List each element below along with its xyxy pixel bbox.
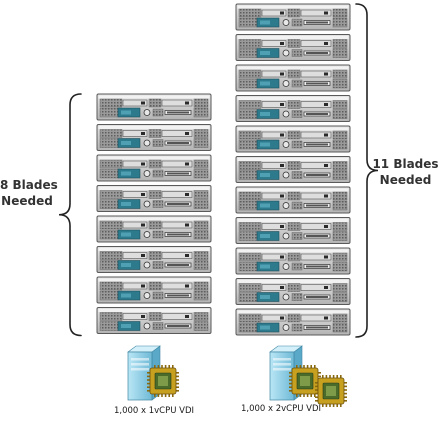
right-blade-server-icon [235,125,351,153]
right-blade-server-icon [235,247,351,275]
left-blade-server-icon [96,307,212,334]
right-blade-server-icon [235,64,351,92]
cpu-chip-icon [289,365,321,397]
left-blade-server-icon [96,185,212,212]
left-blade-server-icon [96,93,212,121]
left-vm-icon-group [127,345,179,401]
right-blade-stack [235,3,351,336]
left-blade-server-icon [96,215,212,243]
left-blade-server-icon [96,276,212,304]
right-brace [355,3,379,338]
left-blade-server-icon [96,154,212,182]
left-vdi-caption: 1,000 x 1vCPU VDI [113,406,195,416]
right-blades-needed-label: 11 Blades Needed [369,156,442,188]
right-label-line2: Needed [379,173,432,187]
cpu-chip-icon [315,375,347,407]
left-blades-needed-label: 8 Blades Needed [0,177,58,209]
right-blade-server-icon [235,278,351,305]
right-blade-server-icon [235,308,351,336]
left-blade-server-icon [96,246,212,273]
left-label-line1: 8 Blades [0,178,58,192]
left-label-line2: Needed [1,194,53,208]
right-blade-server-icon [235,156,351,183]
right-blade-server-icon [235,186,351,214]
right-blade-server-icon [235,95,351,122]
right-label-line1: 11 Blades [372,157,439,171]
right-blade-server-icon [235,3,351,31]
cpu-chip-icon [147,365,179,397]
left-blade-stack [96,93,212,334]
left-blade-server-icon [96,124,212,151]
right-blade-server-icon [235,34,351,61]
left-brace [58,93,82,337]
right-blade-server-icon [235,217,351,244]
right-vdi-caption: 1,000 x 2vCPU VDI [240,404,322,414]
right-vm-icon-group [269,345,347,407]
